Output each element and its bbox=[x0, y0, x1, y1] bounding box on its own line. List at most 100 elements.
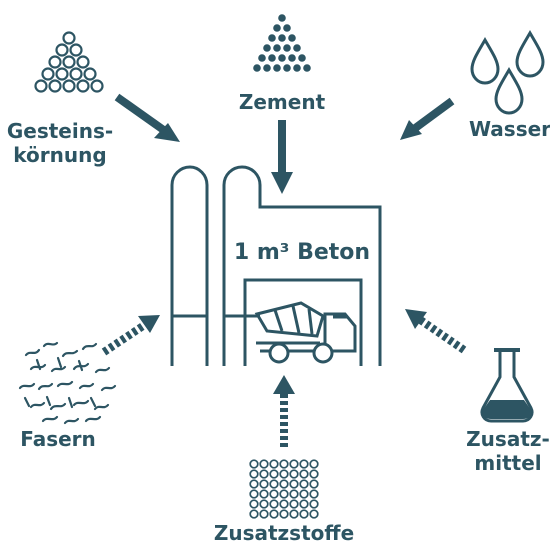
circle-grid-dot bbox=[259, 489, 269, 499]
circle-grid-dot bbox=[269, 479, 279, 489]
fiber-stroke bbox=[63, 417, 80, 425]
silo-icon bbox=[170, 165, 209, 366]
pebble-dot bbox=[83, 67, 97, 81]
pebble-dot bbox=[62, 79, 76, 93]
circle-grid-dot bbox=[289, 479, 299, 489]
solid-arrows bbox=[114, 93, 455, 194]
fibers-icon bbox=[18, 341, 117, 425]
cement-dot bbox=[293, 44, 301, 52]
fiber-stroke bbox=[81, 342, 98, 351]
circle-grid-dot bbox=[259, 499, 269, 509]
circle-grid-dot bbox=[249, 479, 259, 489]
garage-opening bbox=[243, 278, 363, 366]
cement-dot bbox=[273, 24, 281, 32]
pebble-dot bbox=[34, 79, 48, 93]
fiber-stroke bbox=[23, 396, 31, 408]
circle-grid-dot bbox=[259, 469, 269, 479]
fasern-label: Fasern bbox=[20, 427, 96, 451]
cement-dot bbox=[288, 34, 296, 42]
pebble-dot bbox=[62, 55, 76, 69]
gesteinskoernung-label-line1: Gesteins- bbox=[7, 119, 113, 143]
circle-grid-dot bbox=[279, 499, 289, 509]
circle-grid-icon bbox=[249, 459, 319, 519]
pebble-dot bbox=[48, 79, 62, 93]
wasser-label: Wasser bbox=[469, 117, 550, 141]
pebble-dot bbox=[69, 67, 83, 81]
circle-grid-dot bbox=[299, 479, 309, 489]
beton-label: 1 m³ Beton bbox=[234, 240, 370, 265]
cement-dot bbox=[278, 14, 286, 22]
circle-grid-dot bbox=[259, 509, 269, 519]
pebble-dot bbox=[48, 55, 62, 69]
cement-dot bbox=[253, 64, 261, 72]
circle-grid-dot bbox=[269, 509, 279, 519]
cement-dot bbox=[273, 44, 281, 52]
fiber-stroke bbox=[18, 382, 36, 390]
fiber-stroke bbox=[61, 349, 79, 358]
cement-dot bbox=[273, 64, 281, 72]
circle-grid-dot bbox=[279, 489, 289, 499]
circle-grid-dot bbox=[249, 509, 259, 519]
arrow-zusatzstoffe-head bbox=[273, 375, 295, 394]
cement-dot bbox=[268, 54, 276, 62]
circle-grid-dot bbox=[289, 489, 299, 499]
circle-grid-dot bbox=[279, 509, 289, 519]
pebble-dot bbox=[55, 43, 69, 57]
circle-grid-dot bbox=[249, 459, 259, 469]
fiber-stroke bbox=[93, 403, 110, 411]
fiber-stroke bbox=[50, 365, 67, 373]
circle-grid-dot bbox=[269, 489, 279, 499]
cement-dot bbox=[268, 34, 276, 42]
fiber-stroke bbox=[67, 396, 74, 409]
pebble-dot bbox=[62, 31, 76, 45]
circle-grid-dot bbox=[269, 469, 279, 479]
cement-dot bbox=[278, 54, 286, 62]
cement-dot-pyramid-icon bbox=[253, 14, 311, 72]
circle-grid-dot bbox=[279, 479, 289, 489]
circle-grid-dot bbox=[289, 469, 299, 479]
pebble-dot bbox=[41, 67, 55, 81]
circle-grid-dot bbox=[269, 499, 279, 509]
circle-grid-dot bbox=[249, 469, 259, 479]
arrow-zement-head bbox=[271, 172, 293, 194]
fiber-stroke bbox=[84, 415, 102, 423]
circle-grid-dot bbox=[299, 469, 309, 479]
zement-label: Zement bbox=[239, 90, 326, 114]
cement-dot bbox=[303, 64, 311, 72]
circle-grid-dot bbox=[309, 489, 319, 499]
circle-grid-dot bbox=[289, 499, 299, 509]
arrow-gesteinskoernung bbox=[114, 93, 168, 135]
cement-dot bbox=[283, 64, 291, 72]
circle-grid-dot bbox=[309, 469, 319, 479]
fiber-stroke bbox=[94, 366, 111, 374]
circle-grid-dot bbox=[269, 459, 279, 469]
fiber-stroke bbox=[89, 396, 97, 408]
circle-grid-dot bbox=[289, 509, 299, 519]
pebble-pyramid-icon bbox=[34, 31, 104, 93]
fiber-stroke bbox=[77, 359, 84, 372]
fiber-stroke bbox=[56, 380, 74, 388]
mixer-truck-icon bbox=[254, 301, 357, 364]
fiber-stroke bbox=[29, 363, 47, 371]
fiber-stroke bbox=[42, 341, 59, 348]
zusatzstoffe-label: Zusatzstoffe bbox=[214, 521, 354, 545]
cement-dot bbox=[298, 54, 306, 62]
fiber-stroke bbox=[45, 395, 52, 407]
fiber-stroke bbox=[100, 384, 117, 392]
fiber-stroke bbox=[72, 399, 90, 407]
cement-dot bbox=[293, 64, 301, 72]
zusatzmittel-label-line2: mittel bbox=[474, 451, 541, 475]
cement-dot bbox=[278, 34, 286, 42]
cement-dot bbox=[288, 54, 296, 62]
plant-building bbox=[222, 165, 382, 366]
flask-icon bbox=[480, 348, 534, 423]
arrow-wasser bbox=[411, 97, 455, 133]
water-drops-icon bbox=[470, 30, 545, 115]
circle-grid-dot bbox=[309, 499, 319, 509]
arrow-zusatzmittel bbox=[416, 315, 467, 354]
circle-grid-dot bbox=[299, 489, 309, 499]
fiber-stroke bbox=[24, 348, 41, 357]
cement-dot bbox=[283, 24, 291, 32]
fiber-stroke bbox=[78, 382, 95, 390]
